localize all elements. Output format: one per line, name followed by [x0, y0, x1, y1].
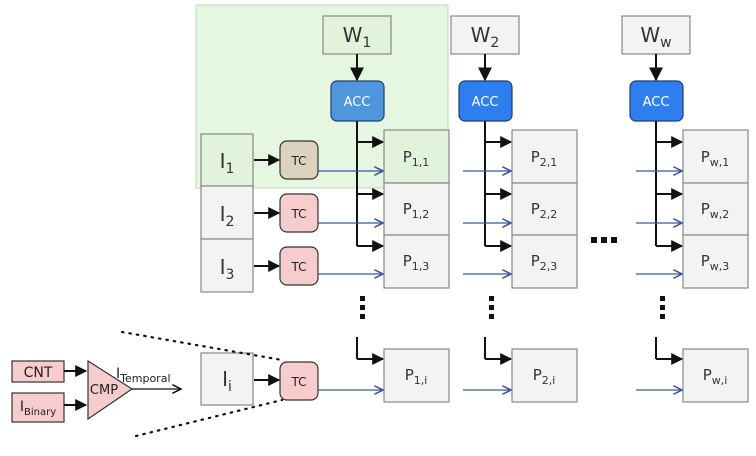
svg-text:TC: TC: [290, 260, 306, 274]
svg-text:TC: TC: [290, 154, 306, 168]
pe-pw2: Pw,2: [682, 182, 749, 236]
svg-text:W2: W2: [471, 23, 500, 51]
svg-text:I1: I1: [220, 149, 235, 177]
bus-column-w: [655, 121, 684, 365]
svg-text:Pw,i: Pw,i: [703, 366, 728, 387]
temporal-signal-lines: [318, 171, 682, 390]
input-box-i1: I1: [200, 133, 254, 187]
tc-box-3: TC: [279, 246, 319, 286]
svg-text:P1,2: P1,2: [403, 200, 430, 221]
tc-box-1: TC: [279, 140, 319, 180]
input-box-ii: Ii: [200, 352, 254, 406]
svg-text:P2,2: P2,2: [531, 200, 558, 221]
acc-box-2: ACC: [458, 80, 513, 122]
acc-box-1: ACC: [330, 80, 385, 122]
svg-text:CNT: CNT: [24, 365, 53, 381]
pe-pw1: Pw,1: [682, 129, 749, 184]
svg-text:P2,3: P2,3: [531, 252, 558, 273]
pe-p22: P2,2: [511, 182, 578, 236]
svg-text:P2,i: P2,i: [533, 366, 556, 387]
svg-text:ACC: ACC: [643, 95, 670, 110]
acc-box-w: ACC: [629, 80, 684, 122]
tc-box-2: TC: [279, 193, 319, 233]
horizontal-ellipsis: [591, 237, 617, 243]
svg-text:ACC: ACC: [472, 95, 499, 110]
temporal-output-label: ITemporal: [116, 366, 171, 385]
svg-text:Pw,1: Pw,1: [701, 148, 730, 169]
pe-p13: P1,3: [383, 234, 450, 289]
input-box-i2: I2: [200, 185, 254, 240]
svg-text:P1,i: P1,i: [405, 366, 428, 387]
zoom-dotted-lines: [120, 330, 284, 438]
pe-pw3: Pw,3: [682, 234, 749, 289]
weight-box-w1: W1: [322, 15, 392, 55]
svg-text:TC: TC: [290, 375, 306, 389]
pe-p12: P1,2: [383, 182, 450, 236]
svg-text:P1,3: P1,3: [403, 252, 430, 273]
vertical-ellipsis-col1: [360, 296, 365, 319]
svg-text:Pw,3: Pw,3: [701, 252, 730, 273]
svg-text:W1: W1: [343, 23, 372, 51]
svg-text:ACC: ACC: [344, 95, 371, 110]
binary-input-box: IBinary: [11, 392, 65, 423]
pe-pwi: Pw,i: [682, 348, 749, 403]
bus-column-2: [484, 121, 513, 365]
svg-text:Ii: Ii: [222, 367, 232, 395]
comparator-triangle: CMP: [87, 359, 134, 421]
cnt-box: CNT: [11, 360, 65, 383]
vertical-ellipsis-col2: [489, 296, 494, 319]
svg-text:I3: I3: [220, 255, 235, 283]
bus-column-1: [356, 121, 385, 365]
vertical-ellipsis-colw: [660, 296, 665, 319]
tc-box-i: TC: [279, 361, 319, 401]
svg-text:Ww: Ww: [640, 23, 671, 51]
pe-p11: P1,1: [383, 129, 450, 184]
svg-text:P1,1: P1,1: [403, 148, 430, 169]
svg-text:TC: TC: [290, 207, 306, 221]
svg-text:I2: I2: [220, 202, 235, 230]
svg-text:IBinary: IBinary: [20, 399, 56, 418]
pe-p1i: P1,i: [383, 348, 450, 403]
weight-box-ww: Ww: [621, 15, 691, 55]
input-box-i3: I3: [200, 238, 254, 293]
svg-text:P2,1: P2,1: [531, 148, 558, 169]
svg-text:CMP: CMP: [90, 383, 118, 398]
input-to-tc-arrows: [254, 154, 281, 386]
svg-text:Pw,2: Pw,2: [701, 200, 730, 221]
weight-box-w2: W2: [450, 15, 520, 55]
pe-p23: P2,3: [511, 234, 578, 289]
pe-p21: P2,1: [511, 129, 578, 184]
pe-p2i: P2,i: [511, 348, 578, 403]
